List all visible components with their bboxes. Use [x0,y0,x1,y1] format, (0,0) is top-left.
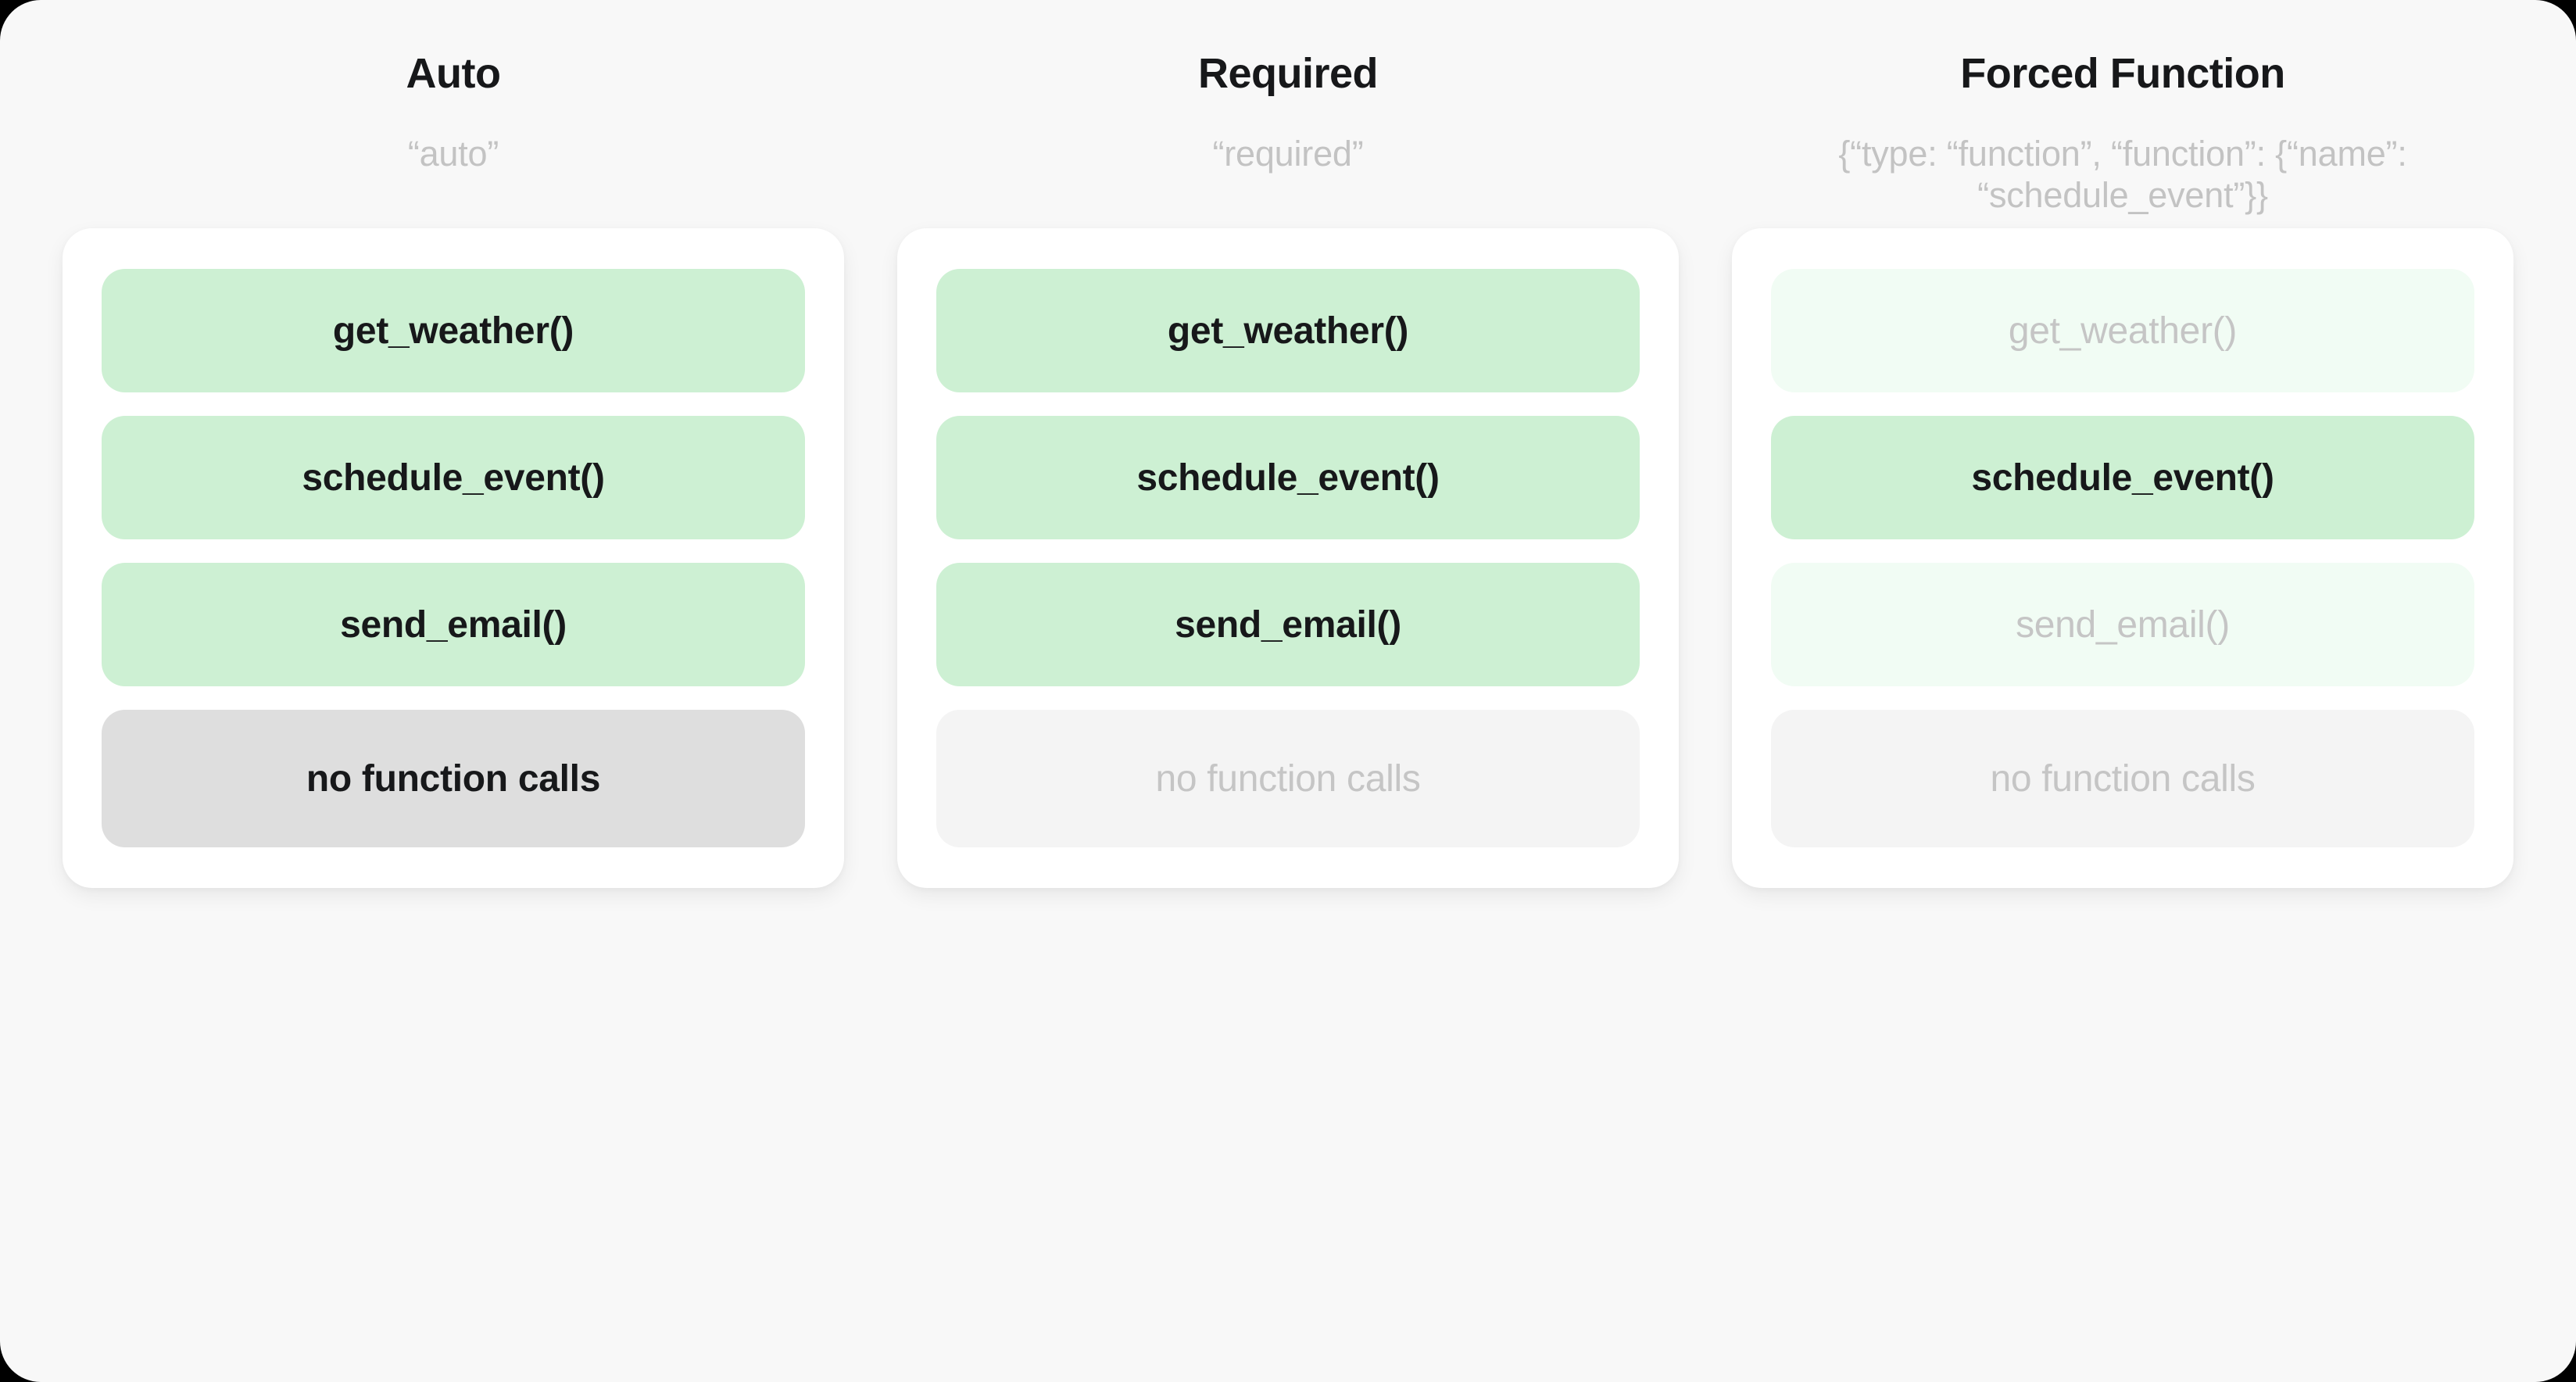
function-option-pill[interactable]: schedule_event() [936,416,1640,539]
function-option-label: schedule_event() [1136,456,1440,499]
function-option-label: get_weather() [1167,310,1409,352]
tool-choice-column: Required “required” get_weather() schedule_… [897,52,1679,888]
column-subtitle: “auto” [407,134,499,174]
function-option-pill[interactable]: no function calls [102,710,805,847]
function-option-pill[interactable]: send_email() [1771,563,2474,686]
column-subtitle: {“type: “function”, “function”: {“name”:… [1838,134,2407,216]
function-option-label: schedule_event() [302,456,605,499]
function-option-pill[interactable]: send_email() [102,563,805,686]
function-option-pill[interactable]: get_weather() [936,269,1640,392]
column-title: Auto [406,50,501,97]
function-option-label: send_email() [1175,603,1401,646]
function-option-pill[interactable]: send_email() [936,563,1640,686]
function-option-label: schedule_event() [1971,456,2274,499]
tool-choice-column: Forced Function {“type: “function”, “func… [1732,52,2513,888]
function-option-pill[interactable]: schedule_event() [102,416,805,539]
function-list-card: get_weather() schedule_event() send_email(… [897,228,1679,888]
column-title: Forced Function [1960,50,2285,97]
function-option-pill[interactable]: get_weather() [1771,269,2474,392]
column-subtitle: “required” [1212,134,1364,174]
tool-choice-column: Auto “auto” get_weather() schedule_event()s… [63,52,844,888]
function-option-label: no function calls [1155,757,1421,800]
function-option-pill[interactable]: schedule_event() [1771,416,2474,539]
function-option-label: send_email() [340,603,567,646]
function-option-label: no function calls [1990,757,2256,800]
function-option-label: get_weather() [2008,310,2238,352]
column-title: Required [1197,50,1379,97]
function-option-label: get_weather() [332,310,574,352]
function-option-pill[interactable]: get_weather() [102,269,805,392]
function-list-card: get_weather() schedule_event() send_email(… [1732,228,2513,888]
function-option-label: no function calls [306,757,601,800]
function-option-label: send_email() [2016,603,2230,646]
function-option-pill[interactable]: no function calls [1771,710,2474,847]
function-option-pill[interactable]: no function calls [936,710,1640,847]
function-list-card: get_weather() schedule_event() send_email(… [63,228,844,888]
